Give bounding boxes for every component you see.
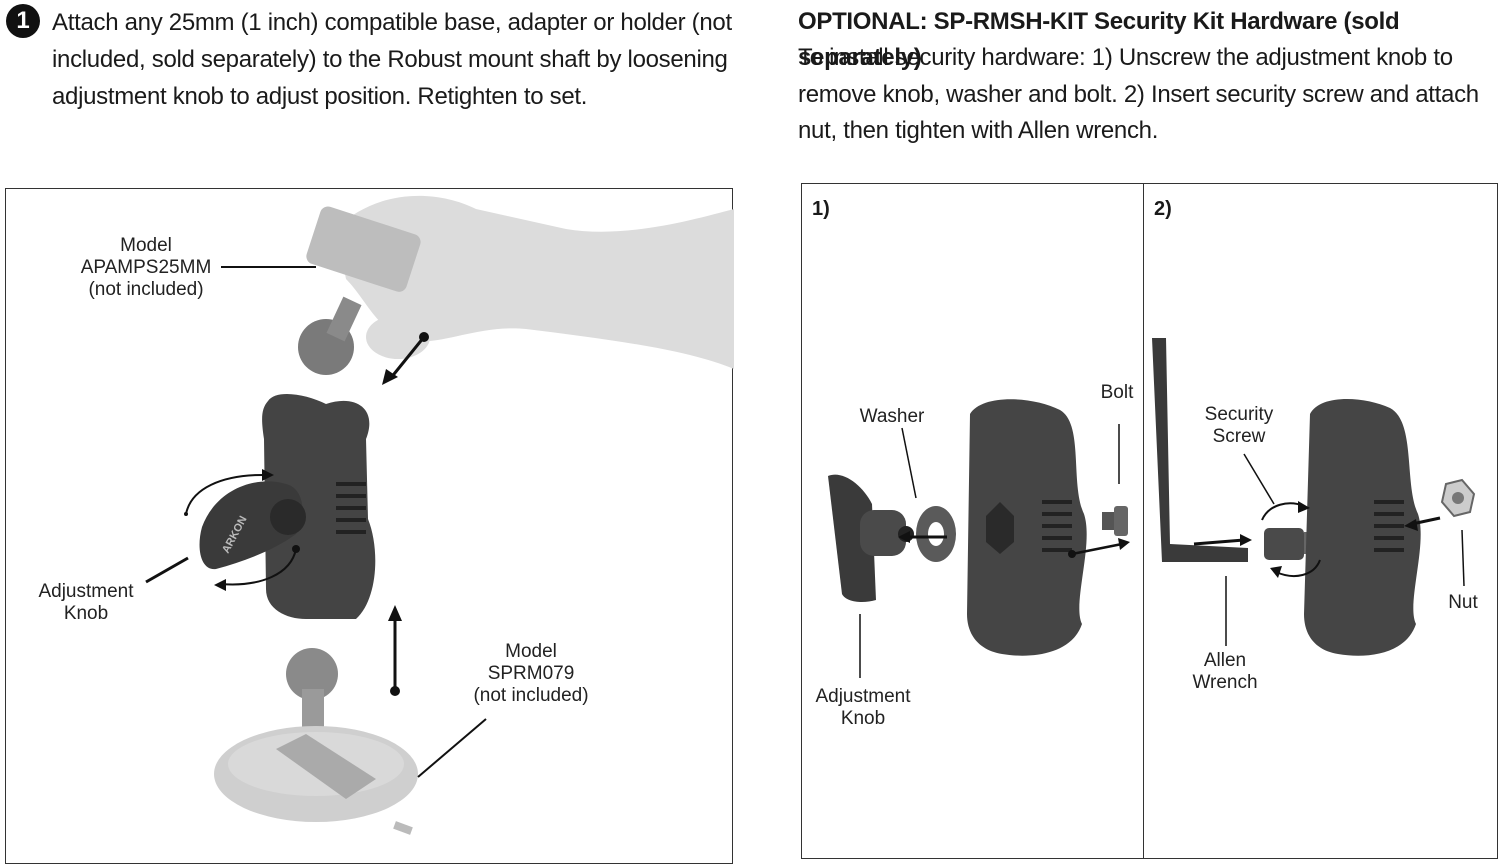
allen-wrench-label: Allen Wrench: [1192, 650, 1258, 693]
security-screw-label: Security Screw: [1204, 404, 1274, 447]
washer-label: Washer: [859, 406, 925, 427]
bolt-label: Bolt: [1100, 382, 1134, 403]
nut-label: Nut: [1448, 592, 1478, 613]
step-2-number: 2): [1154, 198, 1172, 220]
optional-instructions: To install security hardware: 1) Unscrew…: [798, 44, 1479, 144]
adjustment-knob-label: Adjustment Knob: [38, 581, 134, 624]
top-model-label: Model APAMPS25MM (not included): [80, 235, 212, 300]
security-step-2-panel: 2) Security Screw Allen Wrench Nut: [1143, 183, 1498, 859]
adjustment-knob-label-2: Adjustment Knob: [815, 686, 911, 729]
allen-wrench-shape: [1152, 338, 1248, 562]
installation-figure-panel: ARKON Model APAMPS25MM (not included) Ad: [5, 188, 734, 864]
step-number-badge: 1: [6, 4, 40, 38]
security-step-1-panel: 1) Washer Bolt Adjustment Knob: [801, 183, 1144, 859]
security-step-1-illustration: [828, 399, 1130, 678]
step-1-instructions: Attach any 25mm (1 inch) compatible base…: [52, 9, 732, 110]
suction-base-illustration: [214, 648, 418, 835]
hand-illustration: [298, 195, 734, 375]
optional-title: OPTIONAL: SP-RMSH-KIT Security Kit Hardw…: [798, 8, 1400, 71]
installation-illustration: ARKON: [145, 195, 734, 835]
security-step-2-illustration: [1152, 338, 1476, 656]
bottom-model-label: Model SPRM079 (not included): [473, 641, 589, 706]
knob-shape: [828, 474, 876, 602]
step-1-number: 1): [812, 198, 830, 220]
